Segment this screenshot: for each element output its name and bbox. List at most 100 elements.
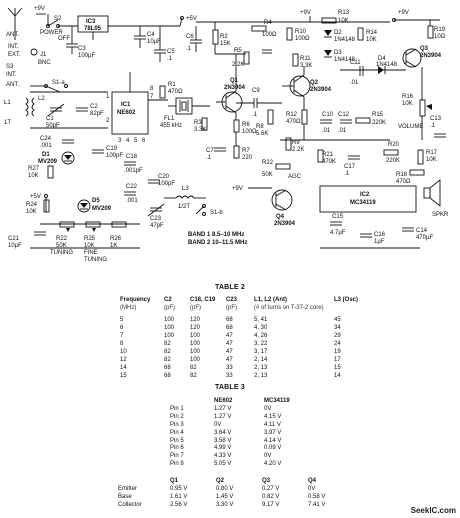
watermark: SeekIC.com [410,506,456,515]
table2-cell: 2, 13 [254,373,268,379]
label-r11: R11 [300,56,311,62]
label-c21: C21 [8,236,20,242]
label-c19-val: 100pF [106,153,123,159]
label-j1: J1 [40,52,47,58]
label-l2: L2 [38,96,45,102]
table3-ic-cell: 4.20 V [264,461,282,468]
label-d5-part: MV209 [92,206,112,212]
table2-subheader-cell: (# of turns on T-37-2 core) [254,305,324,311]
label-c15: C15 [332,214,344,220]
label-r7-val: 220 [242,155,253,161]
table3-q-cell: 0.27 V [262,485,280,492]
label-c3-val: 100µF [78,53,95,59]
table3-q-cell: 7.41 V [308,501,326,508]
table3-q-cell: 0.95 V [170,485,188,492]
label-r25: R25 [84,236,96,242]
label-r3-val: 3.3K [194,127,206,133]
table2-cell: 12 [120,357,127,363]
table3-ic-cell: 3.64 V [214,429,232,436]
table2-cell: 5 [120,317,124,323]
label-r2-val: 15K [220,41,231,47]
label-c14: C14 [416,228,428,234]
label-r15: R15 [372,112,384,118]
label-r14: R14 [366,30,378,36]
label-ext: EXT. [8,52,21,58]
label-c10: C10 [322,112,334,118]
label-q2-part: 2N3904 [310,87,332,93]
label-c23-val: 47pF [150,223,164,229]
label-ic1: IC1 [121,102,131,108]
label-r5: R5 [234,48,242,54]
table2-cell: 2, 13 [254,365,268,371]
table3-ic-header-cell: NE602 [214,398,233,404]
label-r17-val: 10K [426,157,437,163]
label-band2: BAND 2 10–11.5 MHz [188,240,247,246]
table2-subheader-cell: (MHz) [120,305,137,311]
table2-cell: 7 [120,333,124,339]
table2-cell: 82 [164,357,171,363]
table2-header-cell: C2 [164,297,172,303]
label-d1: D1 [42,152,50,158]
table2-subheader-cell: (pF) [190,305,201,311]
table2-cell: 68 [164,365,171,371]
label-r20: R20 [388,142,400,148]
label-c7-val: .1 [206,155,212,161]
table3-ic-cell: 0V [264,453,272,460]
label-r8: R8 [256,124,264,130]
label-int-mid: INT. [6,72,17,78]
table3-ic-cell: 4.14 V [264,437,282,444]
table2-cell: 68 [226,317,233,323]
label-r11-val: 3.3K [300,63,312,69]
table2-cell: 33 [226,373,233,379]
label-c20-val: 100pF [158,181,175,187]
label-r26: R26 [110,236,122,242]
table3-ic-cell: 0.09 V [264,445,282,452]
label-r4-val: 100Ω [262,32,277,38]
table3-ic-cell: Pin 8 [170,461,184,468]
table3-q-cell: 2.56 V [170,501,188,508]
table3-q-header-cell: Q3 [262,478,271,484]
label-int-top: INT. [8,44,19,50]
label-r20-val: 220K [386,158,400,164]
label-plus9v-mid: +9V [300,10,311,16]
label-c9: C9 [252,88,260,94]
label-c16: C16 [374,232,386,238]
label-r19: R19 [434,27,446,33]
label-c10-val: .01 [322,128,331,134]
label-l3: L3 [182,186,189,192]
table2-cell: 4, 26 [254,333,268,339]
label-q4-part: 2N3904 [274,221,296,227]
label-q2: Q2 [310,80,319,86]
label-c18-val: .001pF [124,168,143,174]
label-c6-val: .1 [186,46,192,52]
table3-ic-cell: Pin 3 [170,421,184,428]
table2-header-cell: L3 (Osc) [334,297,359,303]
label-r6-val: 100Ω [242,129,257,135]
table2-cell: 100 [164,333,175,339]
label-r22-val: 50K [56,243,67,249]
label-d5: D5 [92,198,100,204]
label-q1: Q1 [230,78,239,84]
label-c7: C7 [206,148,214,154]
table2-cell: 10 [120,349,127,355]
table3-ic-header-cell: MC34119 [264,398,290,404]
label-c13-val: .1 [430,123,436,129]
table2-cell: 6 [120,325,124,331]
label-fl1-val: 455 kHz [160,123,182,129]
table2-cell: 100 [190,357,201,363]
table2-cell: 2, 14 [254,357,268,363]
coil-l1-l2 [25,97,35,117]
label-ic3: IC3 [86,19,96,25]
label-s1a: S1-a [52,80,65,86]
label-d3-part: 1N4148 [334,57,356,63]
pin-ic1-8: 8 [150,86,154,92]
table2-cell: 82 [190,373,197,379]
label-r14-val: 10K [366,37,377,43]
